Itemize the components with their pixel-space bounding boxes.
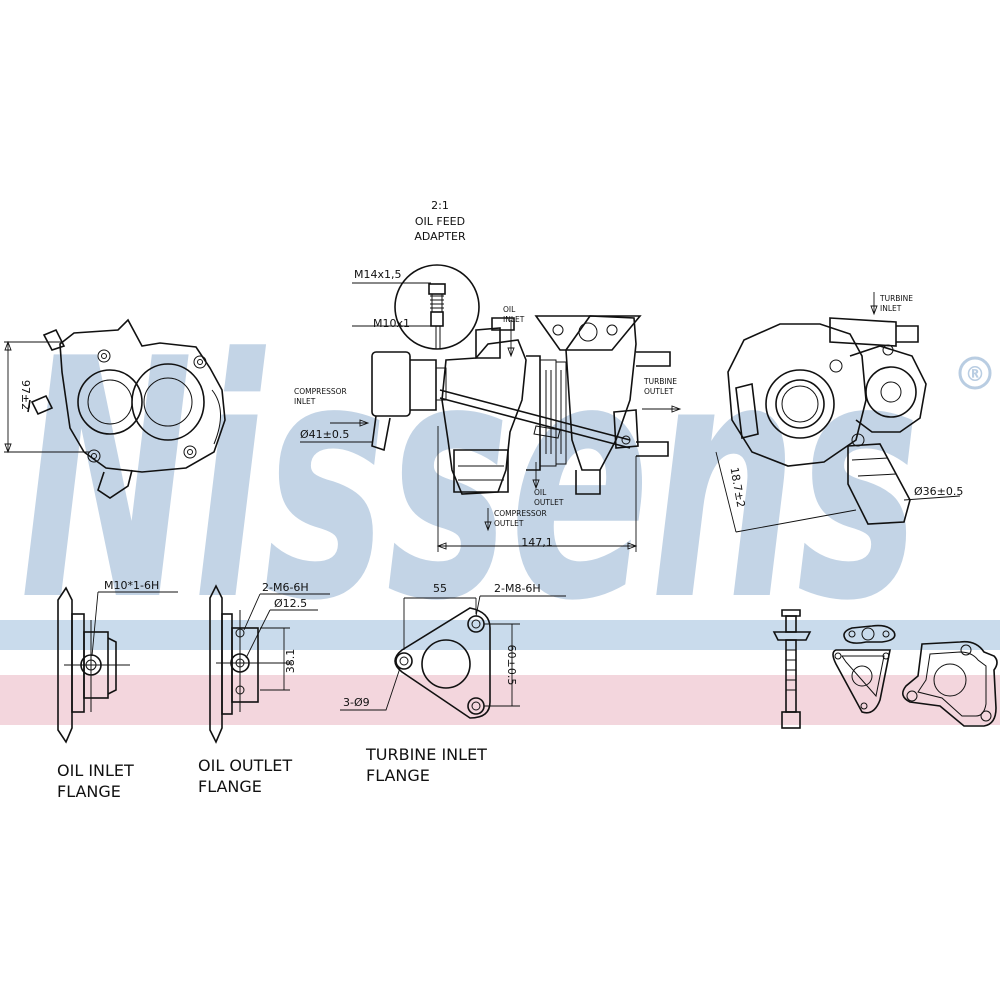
caption-turbine-inlet-1: TURBINE INLET <box>365 745 487 764</box>
oil-gasket <box>843 624 896 644</box>
svg-text:ADAPTER: ADAPTER <box>414 230 466 243</box>
turbine-height: 60±0.5 <box>505 645 518 686</box>
watermark-brand: Nissens <box>20 289 920 673</box>
svg-text:2:1: 2:1 <box>431 199 449 212</box>
svg-text:®: ® <box>965 362 985 386</box>
turbine-width: 55 <box>433 582 447 595</box>
registered-mark: ® <box>958 356 992 390</box>
turbine-gasket <box>902 640 998 727</box>
oil-outlet-flange: 2-M6-6H Ø12.5 38.1 OIL OUTLET FLANGE <box>198 581 330 796</box>
dim-36: Ø36±0.5 <box>914 485 963 498</box>
center-side-view: COMPRESSOR INLET TURBINE OUTLET OIL INLE… <box>294 305 682 552</box>
oil-outlet-height: 38.1 <box>284 649 297 674</box>
svg-text:INLET: INLET <box>503 315 525 324</box>
svg-text:INLET: INLET <box>294 397 316 406</box>
svg-text:OUTLET: OUTLET <box>494 519 524 528</box>
caption-oil-inlet-1: OIL INLET <box>57 761 134 780</box>
left-end-view: 97±2 <box>4 318 226 499</box>
turbine-holes: 3-Ø9 <box>343 696 370 709</box>
dim-41: Ø41±0.5 <box>300 428 349 441</box>
oil-outlet-dia: Ø12.5 <box>274 597 307 610</box>
svg-text:TURBINE: TURBINE <box>643 377 677 386</box>
svg-text:OIL FEED: OIL FEED <box>415 215 465 228</box>
dim-97: 97±2 <box>19 380 32 410</box>
turbine-thread: 2-M8-6H <box>494 582 541 595</box>
oil-feed-bolt <box>772 609 812 729</box>
oil-inlet-thread: M10*1-6H <box>104 579 159 592</box>
svg-text:OUTLET: OUTLET <box>644 387 674 396</box>
oil-outlet-thread: 2-M6-6H <box>262 581 309 594</box>
svg-text:M10x1: M10x1 <box>373 317 410 330</box>
svg-text:COMPRESSOR: COMPRESSOR <box>294 387 347 396</box>
svg-text:M14x1,5: M14x1,5 <box>354 268 402 281</box>
caption-oil-outlet-1: OIL OUTLET <box>198 756 292 775</box>
caption-turbine-inlet-2: FLANGE <box>366 766 430 785</box>
svg-text:OIL: OIL <box>503 305 516 314</box>
turbine-inlet-flange: 55 2-M8-6H 60±0.5 3-Ø9 TURBINE INLET FLA… <box>340 582 566 785</box>
svg-text:OUTLET: OUTLET <box>534 498 564 507</box>
oil-feed-adapter-detail: 2:1 OIL FEED ADAPTER M14x1,5 M10x1 <box>352 199 480 350</box>
svg-text:COMPRESSOR: COMPRESSOR <box>494 509 547 518</box>
oil-inlet-flange: M10*1-6H OIL INLET FLANGE <box>57 579 178 801</box>
svg-text:OIL: OIL <box>534 488 547 497</box>
watermark-band-pink <box>0 675 1000 725</box>
svg-text:TURBINE: TURBINE <box>879 294 913 303</box>
caption-oil-inlet-2: FLANGE <box>57 782 121 801</box>
watermark-band-blue <box>0 620 1000 650</box>
dim-147: 147,1 <box>521 536 553 549</box>
triangular-gasket <box>832 649 891 714</box>
svg-text:INLET: INLET <box>880 304 902 313</box>
caption-oil-outlet-2: FLANGE <box>198 777 262 796</box>
